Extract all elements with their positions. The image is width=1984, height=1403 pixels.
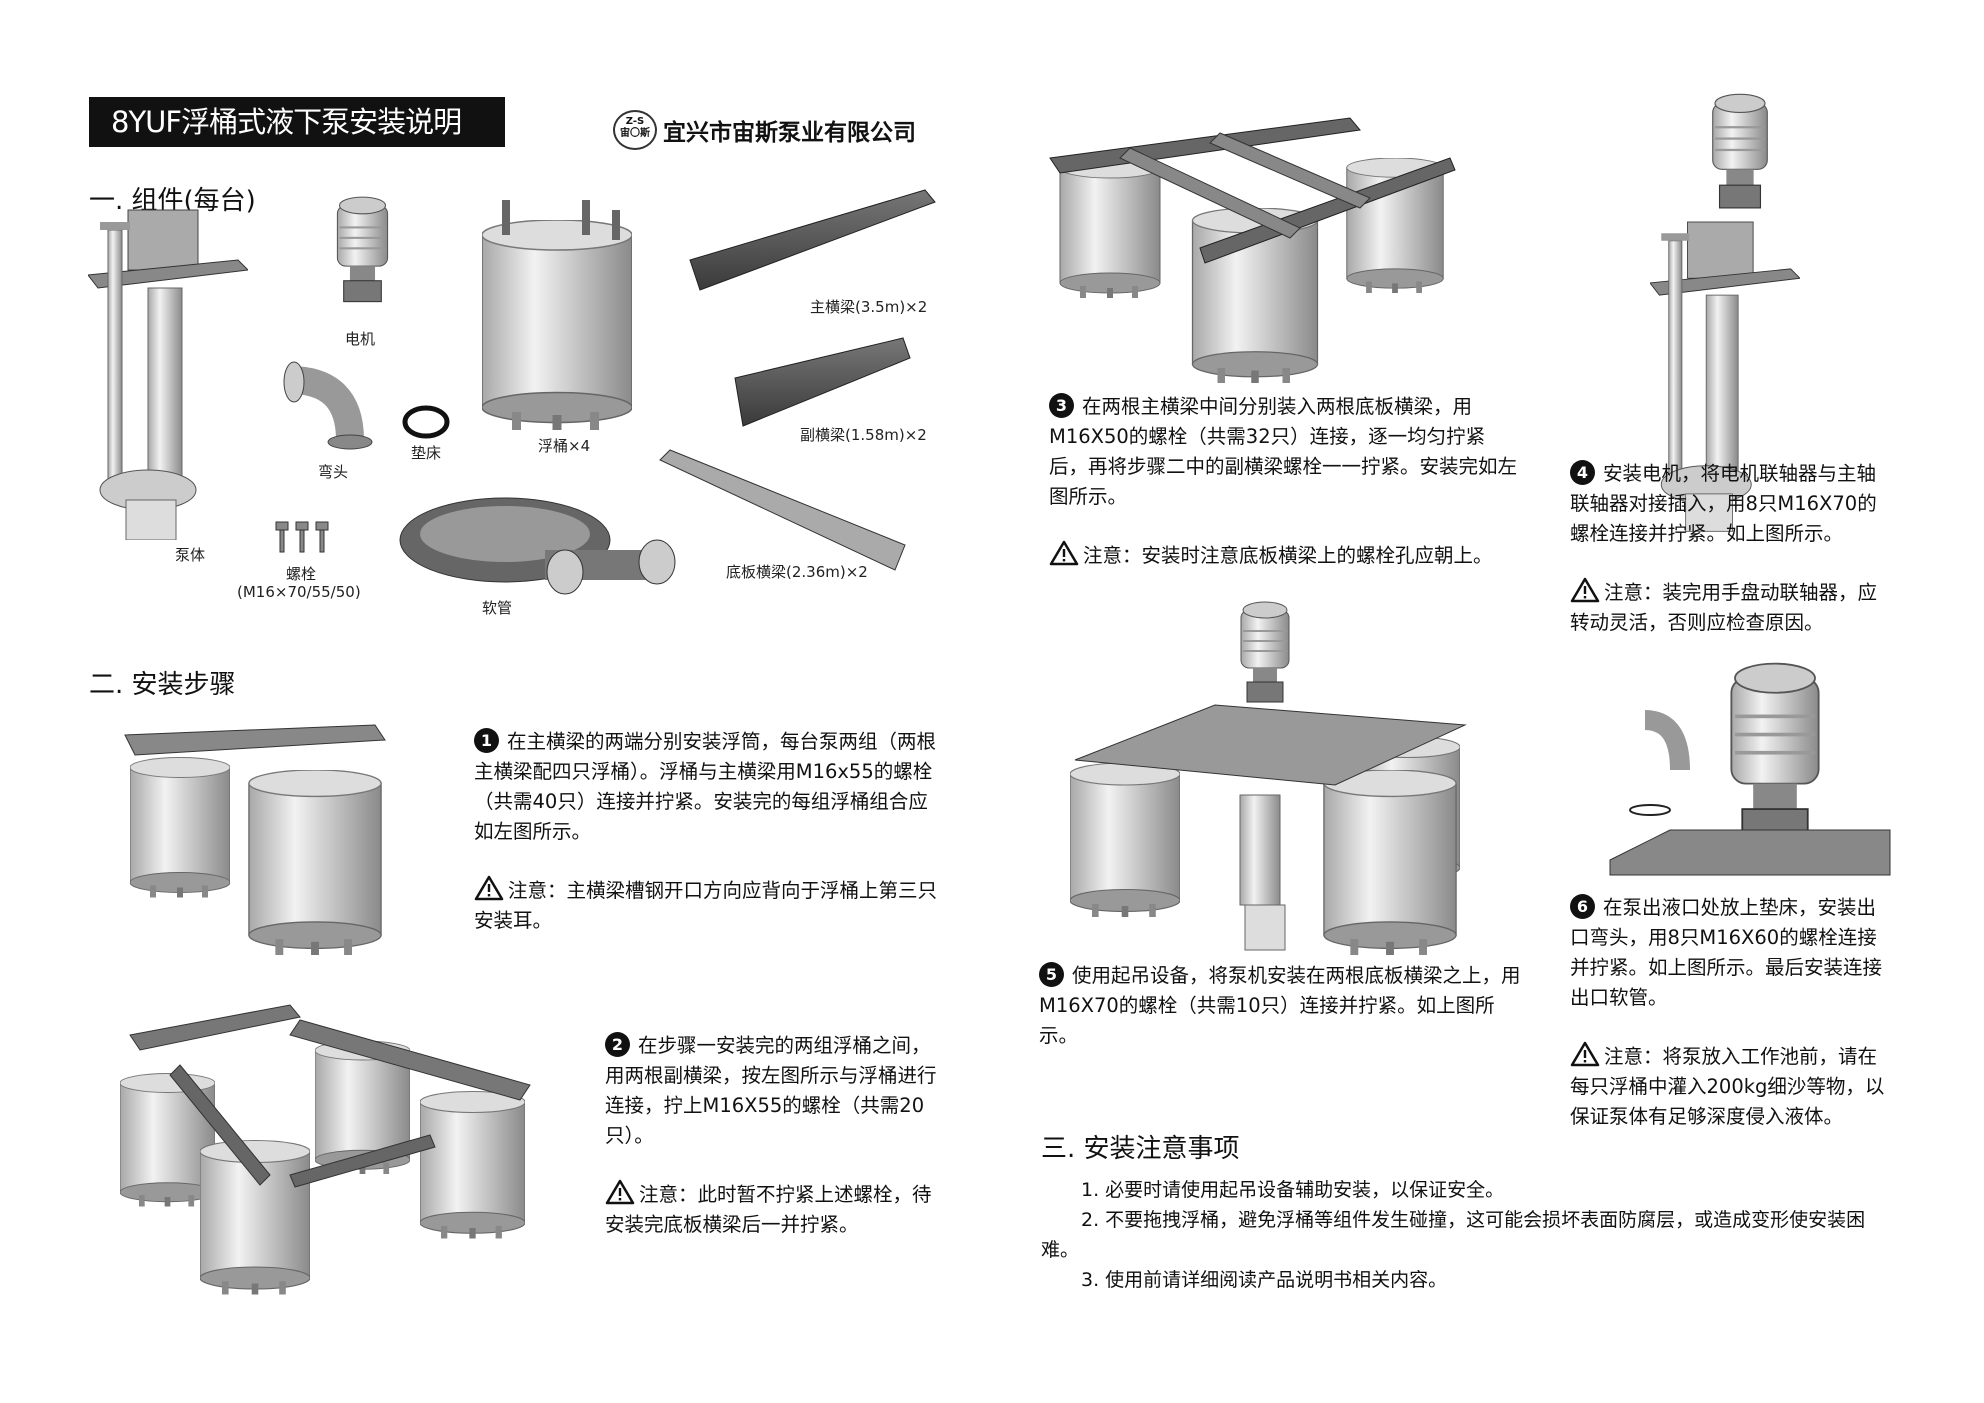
note-item: 3. 使用前请详细阅读产品说明书相关内容。 — [1081, 1269, 1448, 1291]
label-bolt: 螺栓 — [286, 565, 317, 583]
step-6-text: 在泵出液口处放上垫床，安装出口弯头，用8只M16X60的螺栓连接并拧紧。如上图所… — [1570, 896, 1883, 1009]
label-main-beam: 主横梁(3.5m)×2 — [810, 298, 928, 316]
label-bolt-spec: (M16×70/55/50) — [237, 583, 361, 601]
sub-beam-image — [734, 337, 911, 427]
step-4-text: 安装电机，将电机联轴器与主轴联轴器对接插入，用8只M16X70的螺栓连接并拧紧。… — [1570, 462, 1877, 545]
step-4-warning: 注意：装完用手盘动联轴器，应转动灵活，否则应检查原因。 — [1570, 581, 1878, 634]
hose-image — [399, 497, 676, 595]
step-3-text: 在两根主横梁中间分别装入两根底板横梁，用M16X50的螺栓（共需32只）连接，逐… — [1049, 395, 1518, 508]
step5-image — [1070, 601, 1467, 955]
warning-icon — [474, 875, 504, 901]
step-2-warning: 注意：此时暂不拧紧上述螺栓，待安装完底板横梁后一并拧紧。 — [605, 1183, 932, 1236]
step-number-badge: 6 — [1570, 894, 1595, 919]
section-steps-title: 二. 安装步骤 — [89, 670, 236, 700]
step-1-warning: 注意：主横梁槽钢开口方向应背向于浮桶上第三只安装耳。 — [474, 879, 938, 932]
step-5-text: 使用起吊设备，将泵机安装在两根底板横梁之上，用M16X70的螺栓（共需10只）连… — [1039, 964, 1521, 1047]
step-number-badge: 1 — [474, 728, 499, 753]
label-float: 浮桶×4 — [538, 437, 591, 455]
gasket-image — [402, 405, 450, 439]
step-number-badge: 4 — [1570, 460, 1595, 485]
label-motor: 电机 — [345, 330, 376, 348]
warning-icon — [1049, 540, 1079, 566]
label-pump-body: 泵体 — [175, 546, 206, 564]
step4-image — [1650, 93, 1800, 532]
step6-image — [1609, 662, 1891, 876]
label-base-beam: 底板横梁(2.36m)×2 — [726, 563, 868, 581]
step-number-badge: 3 — [1049, 393, 1074, 418]
note-item: 1. 必要时请使用起吊设备辅助安装，以保证安全。 — [1081, 1179, 1505, 1201]
page-title: 8YUF浮桶式液下泵安装说明 — [89, 97, 505, 147]
bolts-image — [275, 521, 329, 553]
notes-list: 1. 必要时请使用起吊设备辅助安装，以保证安全。 2. 不要拖拽浮桶，避免浮桶等… — [1041, 1175, 1896, 1295]
elbow-image — [283, 361, 373, 450]
step-2-text: 在步骤一安装完的两组浮桶之间，用两根副横梁，按左图所示与浮桶进行连接，拧上M16… — [605, 1034, 937, 1147]
step-1-text: 在主横梁的两端分别安装浮筒，每台泵两组（两根主横梁配四只浮桶）。浮桶与主横梁用M… — [474, 730, 937, 843]
label-gasket: 垫床 — [411, 444, 442, 462]
step-6-warning: 注意：将泵放入工作池前，请在每只浮桶中灌入200kg细沙等物，以保证泵体有足够深… — [1570, 1045, 1885, 1128]
motor-image — [336, 196, 389, 303]
note-item: 2. 不要拖拽浮桶，避免浮桶等组件发生碰撞，这可能会损坏表面防腐层，或造成变形使… — [1041, 1209, 1866, 1261]
warning-icon — [1570, 577, 1600, 603]
step-number-badge: 5 — [1039, 962, 1064, 987]
pump-body-image — [88, 209, 248, 540]
step1-image — [124, 724, 386, 955]
company-name: 宜兴市宙斯泵业有限公司 — [663, 120, 916, 146]
label-hose: 软管 — [482, 599, 513, 617]
main-beam-image — [689, 189, 936, 291]
step-number-badge: 2 — [605, 1032, 630, 1057]
warning-icon — [1570, 1041, 1600, 1067]
float-image — [482, 200, 632, 430]
label-elbow: 弯头 — [318, 463, 349, 481]
warning-icon — [605, 1179, 635, 1205]
section-notes-title: 三. 安装注意事项 — [1041, 1134, 1240, 1164]
step2-image — [120, 1004, 531, 1296]
step-3-warning: 注意：安装时注意底板横梁上的螺栓孔应朝上。 — [1083, 544, 1493, 567]
base-beam-image — [659, 449, 906, 571]
step3-image — [1049, 117, 1456, 383]
label-sub-beam: 副横梁(1.58m)×2 — [800, 426, 927, 444]
